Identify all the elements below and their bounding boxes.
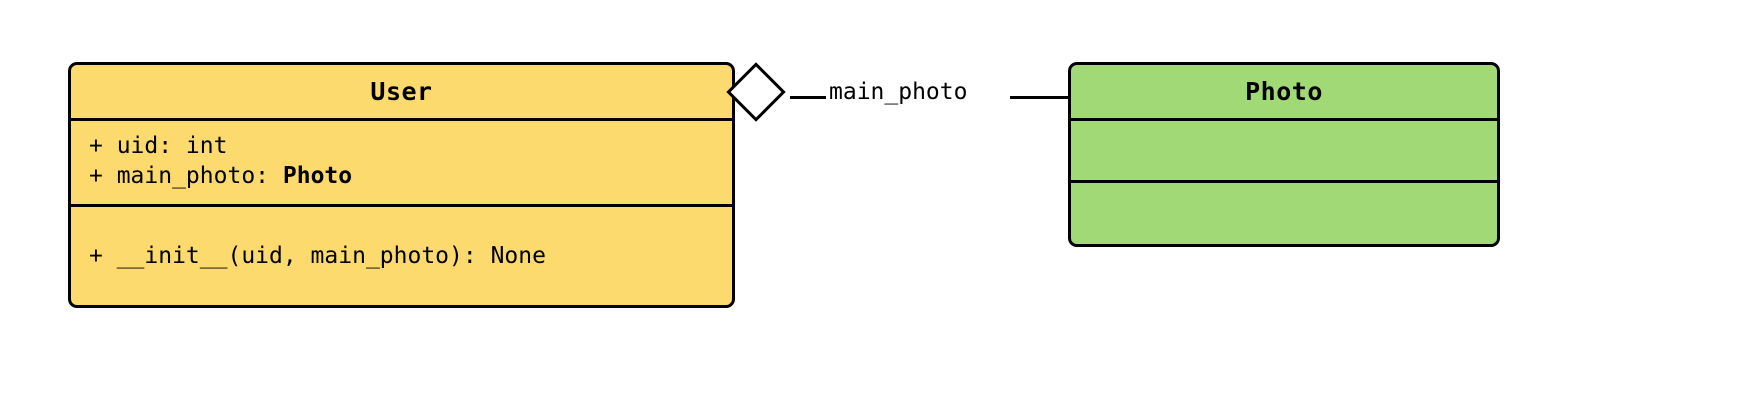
- uml-class-user-attributes: + uid: int + main_photo: Photo: [71, 121, 732, 207]
- association-label: main_photo: [826, 79, 971, 105]
- uml-class-photo-title: Photo: [1071, 65, 1497, 121]
- operation-row: + __init__(uid, main_photo): None: [89, 242, 546, 269]
- attribute-type: Photo: [282, 163, 353, 190]
- association-line-right: [1010, 96, 1068, 99]
- uml-class-user[interactable]: User + uid: int + main_photo: Photo + __…: [68, 62, 735, 308]
- uml-class-user-title: User: [71, 65, 732, 121]
- attribute-row: + uid: int: [89, 133, 228, 159]
- uml-class-photo[interactable]: Photo: [1068, 62, 1500, 247]
- aggregation-diamond-icon: [726, 62, 786, 122]
- attribute-row: + main_photo: Photo: [89, 163, 353, 190]
- uml-class-photo-attributes: [1071, 121, 1497, 183]
- uml-class-user-operations: + __init__(uid, main_photo): None: [71, 207, 732, 305]
- uml-class-photo-operations: [1071, 183, 1497, 244]
- association-line-left: [790, 96, 828, 99]
